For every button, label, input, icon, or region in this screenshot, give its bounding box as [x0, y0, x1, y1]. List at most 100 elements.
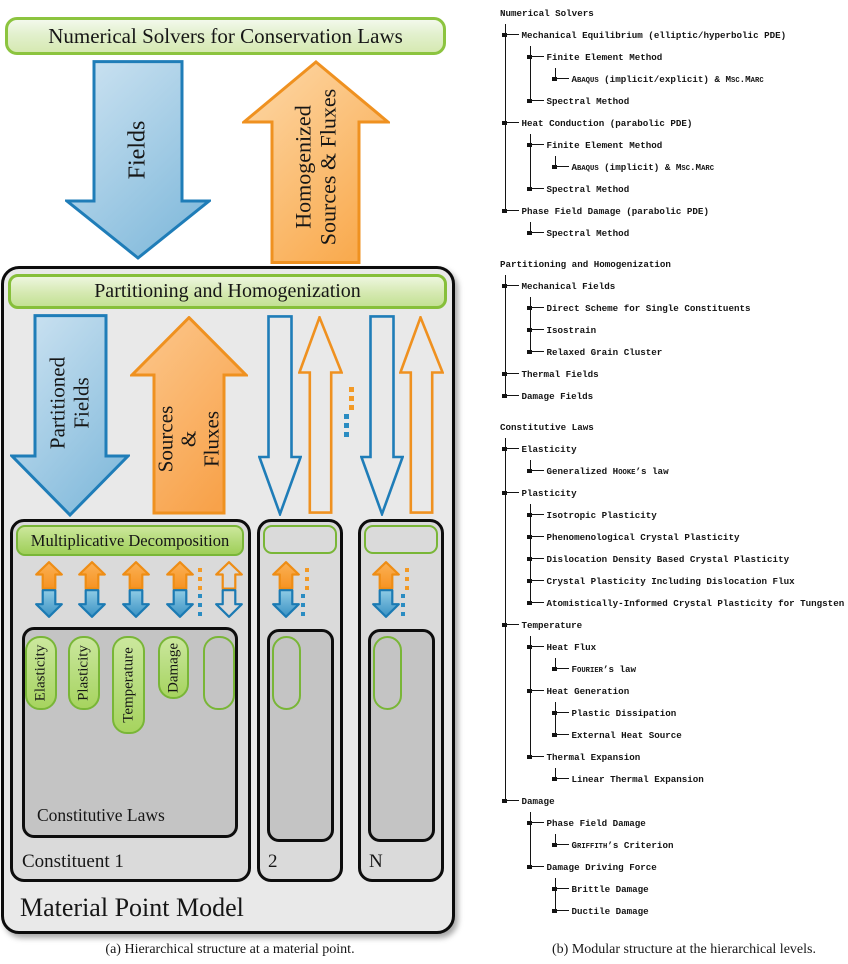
tree-bullet-icon [552, 908, 557, 914]
tree-bullet-icon [502, 798, 507, 804]
pill-elasticity: Elasticity [25, 636, 57, 710]
constituent-n-header-bar [364, 525, 438, 554]
homogenized-line-1: Homogenized [290, 104, 316, 229]
tree-node-label: Phase Field Damage [546, 817, 646, 829]
partitioned-line-1: Partitioned [45, 357, 70, 450]
partitioned-line-2: Fields [69, 377, 93, 429]
tree-node: Isostrain [527, 319, 848, 341]
constituent-n-label: N [369, 851, 383, 872]
tree-node-label: Damage Fields [521, 390, 594, 402]
tree-bullet-icon [502, 120, 507, 126]
fields-arrow: Fields [62, 60, 214, 260]
tree-node-label: External Heat Source [571, 729, 682, 741]
hollow-up-arrow-icon [399, 316, 444, 514]
homogenized-arrow: Homogenized Sources & Fluxes [239, 60, 393, 265]
tree-bullet-icon [527, 54, 532, 60]
tree-bullet-icon [527, 142, 532, 148]
ellipsis-dots-blue [198, 594, 202, 620]
tree-bullet-icon [502, 393, 507, 399]
tree-node-label: Finite Element Method [546, 51, 663, 63]
tree-node-label: Heat Conduction (parabolic PDE) [521, 117, 693, 129]
ellipsis-dots-orange [198, 568, 202, 594]
constituent-2-header-bar [263, 525, 337, 554]
ellipsis-dots-orange [349, 387, 354, 414]
sources-fluxes-label: Sources & Fluxes [153, 406, 224, 473]
tree-node: GRIFFITH’s Criterion [552, 834, 848, 856]
pill-temperature-label: Temperature [120, 647, 136, 723]
partitioning-bar-label: Partitioning and Homogenization [94, 280, 361, 302]
tree-bullet-icon [527, 688, 532, 694]
tree-node-label: Generalized HOOKE’s law [546, 465, 669, 477]
tree-node: Generalized HOOKE’s law [527, 460, 848, 482]
tree-node: Relaxed Grain Cluster [527, 341, 848, 363]
tree-node-label: Phase Field Damage (parabolic PDE) [521, 205, 709, 217]
tree-node-label: Spectral Method [546, 227, 630, 239]
tree-node: Ductile Damage [552, 900, 848, 922]
tree-node-label: Linear Thermal Expansion [571, 773, 704, 785]
tree-node: Direct Scheme for Single Constituents [527, 297, 848, 319]
tree-node-label: Plasticity [521, 487, 577, 499]
caption-a: (a) Hierarchical structure at a material… [105, 942, 355, 957]
tree-bullet-icon [552, 732, 557, 738]
tree-bullet-icon [502, 208, 507, 214]
tree-bullet-icon [527, 230, 532, 236]
multiplicative-decomposition-bar: Multiplicative Decomposition [16, 525, 244, 556]
tree-bullet-icon [527, 327, 532, 333]
sources-line-3: Fluxes [199, 411, 224, 468]
tree-node-label: Heat Flux [546, 641, 597, 653]
tree-node: Isotropic Plasticity [527, 504, 848, 526]
tree-node: Spectral Method [527, 90, 848, 112]
ellipsis-dots-blue [344, 414, 349, 441]
tree-node-label: Finite Element Method [546, 139, 663, 151]
tree-bullet-icon [527, 644, 532, 650]
tree-section-header: Constitutive Laws [500, 421, 594, 433]
ellipsis-dots-blue [401, 594, 405, 620]
tree-node-label: Temperature [521, 619, 583, 631]
tree-node-label: Spectral Method [546, 183, 630, 195]
tree-bullet-icon [527, 512, 532, 518]
constituent-2-label: 2 [268, 851, 278, 872]
tree-bullet-icon [552, 776, 557, 782]
tree-node-label: Thermal Fields [521, 368, 599, 380]
partitioned-fields-label: Partitioned Fields [45, 357, 93, 450]
tree-bullet-icon [527, 349, 532, 355]
tree-bullet-icon [527, 98, 532, 104]
tree-node-label: Thermal Expansion [546, 751, 641, 763]
homogenized-line-2: Sources & Fluxes [315, 88, 340, 245]
tree-node-label: Crystal Plasticity Including Dislocation… [546, 575, 795, 587]
conservation-laws-label: Numerical Solvers for Conservation Laws [48, 23, 403, 48]
tree-bullet-icon [527, 556, 532, 562]
caption-b: (b) Modular structure at the hierarchica… [552, 942, 816, 957]
tree-node-label: ABAQUS (implicit) & MSC.MARC [571, 161, 715, 173]
up-arrow-icon [128, 315, 250, 515]
tree-node-label: Mechanical Fields [521, 280, 616, 292]
tree-bullet-icon [502, 622, 507, 628]
sources-line-2: & [176, 431, 201, 448]
tree-bullet-icon [502, 446, 507, 452]
hollow-up-arrow-icon [298, 316, 343, 514]
tree-node-label: Atomistically-Informed Crystal Plasticit… [546, 597, 845, 609]
tree-node: ABAQUS (implicit) & MSC.MARC [552, 156, 848, 178]
tree-node-label: Isotropic Plasticity [546, 509, 657, 521]
tree-bullet-icon [502, 283, 507, 289]
tree-node: Mechanical Equilibrium (elliptic/hyperbo… [502, 24, 848, 112]
pill-empty [203, 636, 235, 710]
tree-node: Brittle Damage [552, 878, 848, 900]
partitioning-bar: Partitioning and Homogenization [8, 274, 447, 309]
updown-arrow-icon [35, 561, 63, 618]
tree-node-label: GRIFFITH’s Criterion [571, 839, 674, 851]
tree-node-label: Spectral Method [546, 95, 630, 107]
tree-node-label: Damage Driving Force [546, 861, 657, 873]
